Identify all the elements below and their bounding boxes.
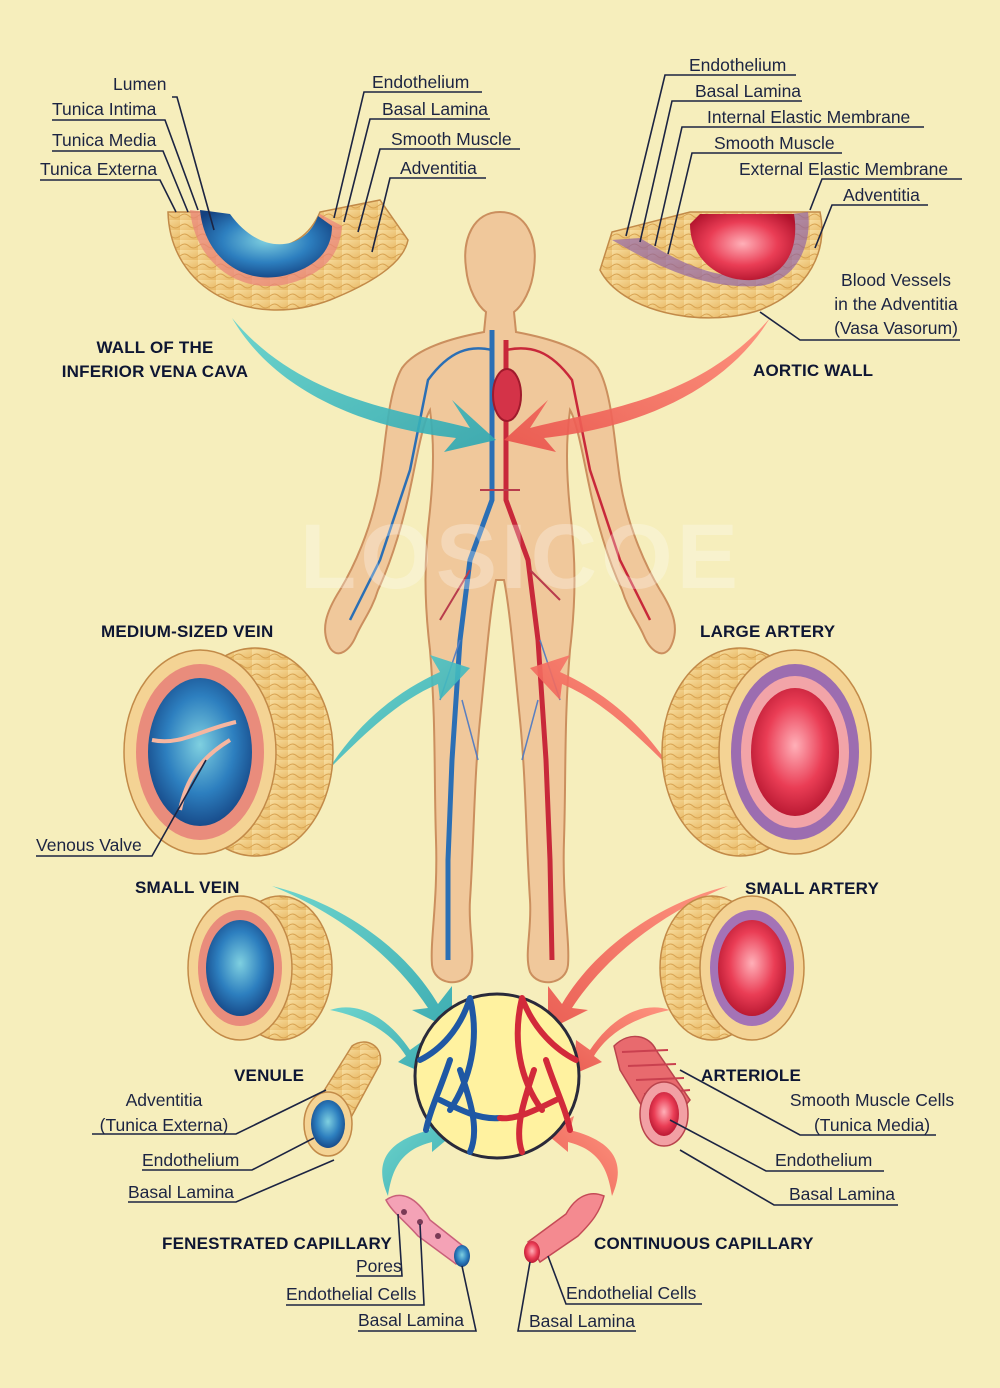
medium-vein-cross-section	[123, 647, 334, 857]
label-ivc-endothelium: Endothelium	[372, 72, 470, 92]
label-lumen: Lumen	[113, 74, 167, 94]
label-arteriole-basal-lamina: Basal Lamina	[789, 1184, 896, 1204]
watermark: LOSICOE	[300, 506, 743, 608]
small-vein-title: SMALL VEIN	[135, 878, 240, 897]
label-vasa-vasorum: Blood Vessels in the Adventitia (Vasa Va…	[826, 270, 966, 338]
label-venule-basal-lamina: Basal Lamina	[128, 1182, 235, 1202]
venule-adventitia-line2: (Tunica Externa)	[99, 1115, 229, 1135]
label-tunica-externa: Tunica Externa	[40, 159, 158, 179]
label-venule-endothelium: Endothelium	[142, 1150, 240, 1170]
small-vein-cross-section	[187, 895, 333, 1041]
small-artery-cross-section	[659, 895, 805, 1041]
continuous-capillary-tube	[524, 1193, 605, 1264]
small-artery-title: SMALL ARTERY	[745, 879, 879, 898]
leader-lines	[36, 74, 962, 1332]
aortic-wall-cross-section	[599, 211, 823, 319]
label-continuous-basal-lamina: Basal Lamina	[529, 1311, 636, 1331]
label-tunica-media: Tunica Media	[52, 130, 157, 150]
capillary-bed	[413, 992, 581, 1160]
label-ivc-adventitia: Adventitia	[400, 158, 477, 178]
smc-line1: Smooth Muscle Cells	[789, 1090, 955, 1110]
label-aorta-basal-lamina: Basal Lamina	[695, 81, 802, 101]
label-external-elastic-membrane: External Elastic Membrane	[739, 159, 949, 179]
venule-tube	[303, 1041, 382, 1157]
ivc-title-line2: INFERIOR VENA CAVA	[61, 362, 249, 381]
vasa-line1: Blood Vessels	[841, 270, 951, 290]
medium-vein-title: MEDIUM-SIZED VEIN	[101, 622, 274, 641]
vasa-line3: (Vasa Vasorum)	[834, 318, 958, 338]
label-smooth-muscle-cells: Smooth Muscle Cells (Tunica Media)	[784, 1090, 960, 1135]
ivc-title: WALL OF THE INFERIOR VENA CAVA	[40, 336, 270, 384]
label-ivc-basal-lamina: Basal Lamina	[382, 99, 489, 119]
arteriole-title: ARTERIOLE	[701, 1066, 802, 1085]
large-artery-title: LARGE ARTERY	[700, 622, 836, 641]
venule-title: VENULE	[234, 1066, 305, 1085]
fenestrated-capillary-title: FENESTRATED CAPILLARY	[162, 1234, 392, 1253]
label-internal-elastic-membrane: Internal Elastic Membrane	[707, 107, 911, 127]
continuous-capillary-title: CONTINUOUS CAPILLARY	[594, 1234, 814, 1253]
fenestrated-capillary-tube	[385, 1194, 470, 1267]
label-venous-valve: Venous Valve	[36, 835, 142, 855]
label-ivc-smooth-muscle: Smooth Muscle	[391, 129, 512, 149]
aorta-title: AORTIC WALL	[753, 361, 874, 380]
label-fenestrated-endothelial-cells: Endothelial Cells	[286, 1284, 417, 1304]
label-venule-adventitia: Adventitia (Tunica Externa)	[92, 1090, 236, 1135]
label-continuous-endothelial-cells: Endothelial Cells	[566, 1283, 697, 1303]
label-fenestrated-basal-lamina: Basal Lamina	[358, 1310, 465, 1330]
smc-line2: (Tunica Media)	[813, 1115, 931, 1135]
label-arteriole-endothelium: Endothelium	[775, 1150, 873, 1170]
venule-adventitia-line1: Adventitia	[125, 1090, 203, 1110]
ivc-title-line1: WALL OF THE	[96, 338, 214, 357]
label-aorta-smooth-muscle: Smooth Muscle	[714, 133, 835, 153]
label-tunica-intima: Tunica Intima	[52, 99, 157, 119]
vasa-line2: in the Adventitia	[834, 294, 958, 314]
label-pores: Pores	[356, 1256, 402, 1276]
ivc-wall-cross-section	[167, 199, 409, 311]
arteriole-tube	[613, 1035, 691, 1147]
large-artery-cross-section	[661, 647, 872, 857]
label-aorta-adventitia: Adventitia	[843, 185, 920, 205]
label-aorta-endothelium: Endothelium	[689, 55, 787, 75]
artery-arrows	[504, 318, 770, 1196]
